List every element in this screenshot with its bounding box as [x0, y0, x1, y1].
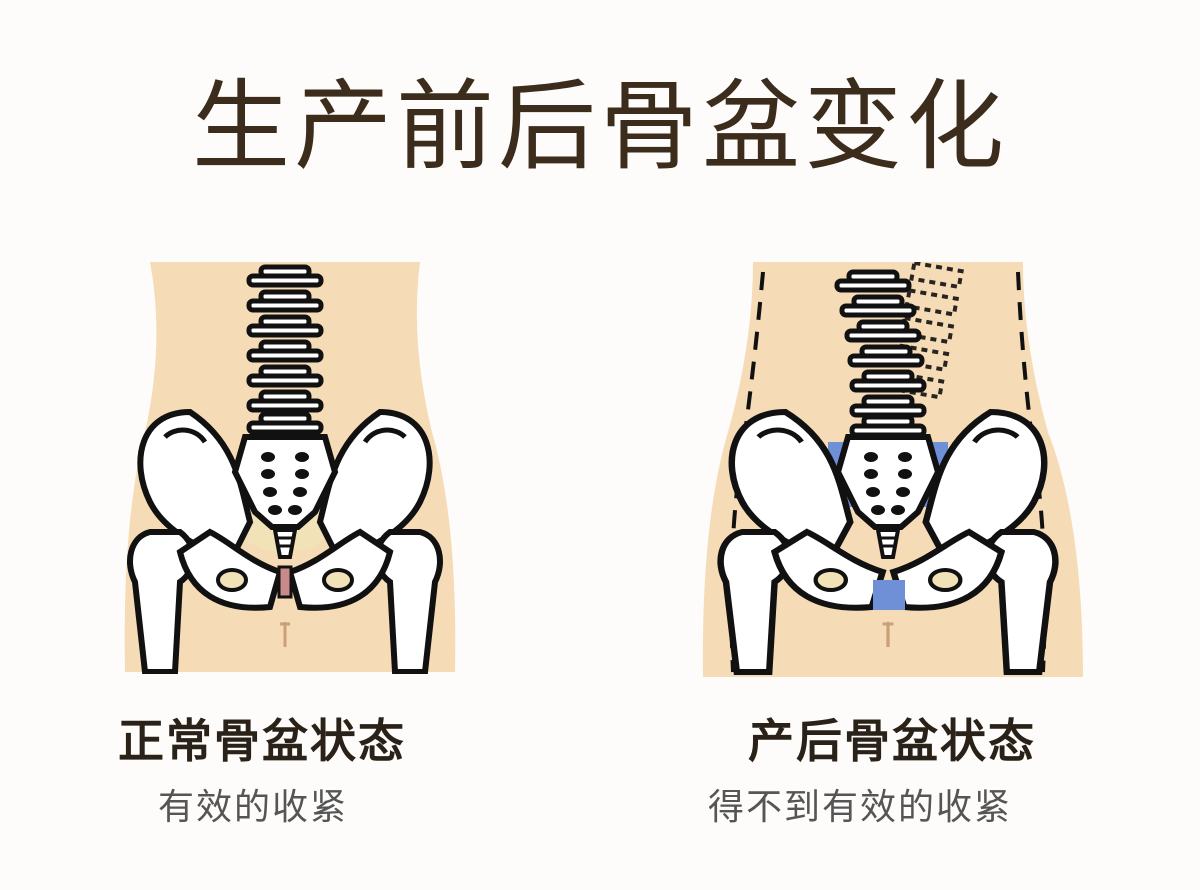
separated-symphysis: [873, 580, 905, 610]
postpartum-pelvis-label: 产后骨盆状态: [748, 714, 1036, 768]
normal-pelvis-caption: 有效的收紧: [158, 787, 349, 828]
pubic-symphysis: [277, 565, 293, 599]
normal-pelvis-label: 正常骨盆状态: [118, 714, 406, 768]
normal-pelvis-illustration: [124, 262, 456, 674]
page-title: 生产前后骨盆变化: [191, 70, 1008, 184]
postpartum-pelvis-caption: 得不到有效的收紧: [708, 787, 1013, 828]
postpartum-pelvis-illustration: [702, 262, 1083, 677]
